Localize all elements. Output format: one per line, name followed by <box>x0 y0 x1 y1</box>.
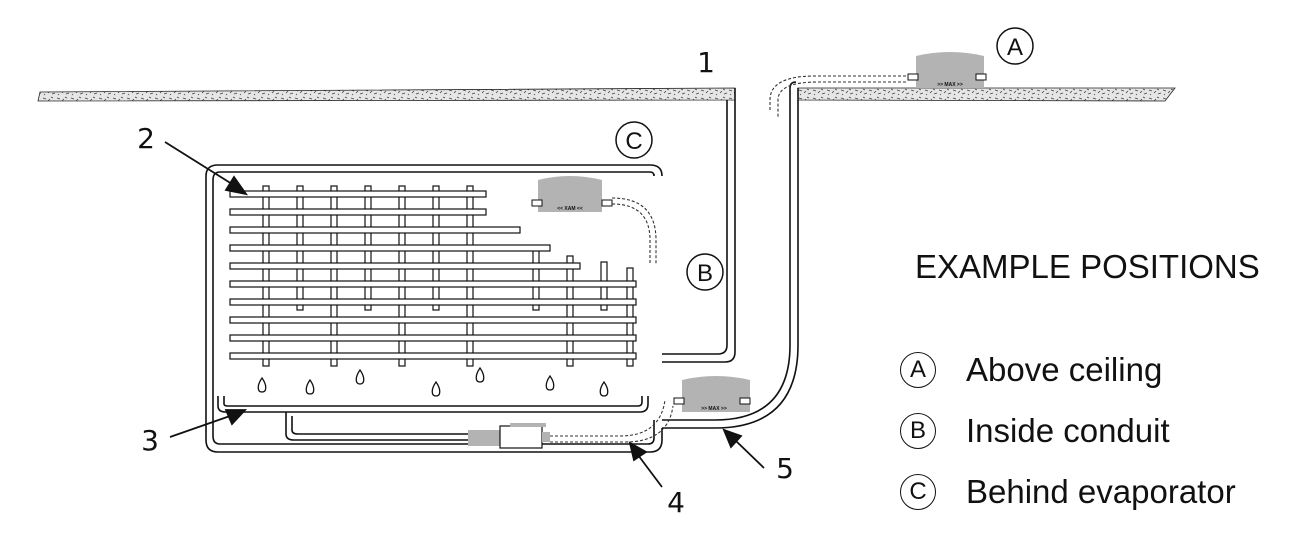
legend-title: EXAMPLE POSITIONS <box>915 248 1260 285</box>
coil-tube <box>229 352 637 360</box>
svg-text:B: B <box>697 260 713 287</box>
legend-text: Behind evaporator <box>966 473 1236 510</box>
conduit-b <box>662 88 736 363</box>
coil-tube <box>229 244 551 252</box>
coil-fin <box>398 185 406 367</box>
evaporator-housing <box>205 164 663 453</box>
callouts: 1 2 3 4 5 <box>137 46 794 519</box>
pump-device-c: << XAM << <box>531 176 613 212</box>
callout-2: 2 <box>137 122 155 155</box>
discharge-pipe <box>662 81 799 429</box>
legend-letter: B <box>900 413 936 449</box>
device-label: >> MAX >> <box>701 406 727 412</box>
ceiling <box>37 87 1176 102</box>
coil-tube <box>229 334 637 342</box>
device-label: >> MAX >> <box>937 82 963 88</box>
legend-text: Inside conduit <box>966 412 1170 449</box>
coil-fin <box>566 255 574 367</box>
callout-3: 3 <box>141 424 159 457</box>
callout-4: 4 <box>667 486 685 519</box>
coil-tube <box>229 280 637 288</box>
water-drop <box>545 374 555 391</box>
coil-tube <box>229 262 581 270</box>
coil-tube <box>229 316 637 324</box>
callout-arrows <box>164 141 765 488</box>
coil-tube <box>229 226 521 234</box>
hoses <box>550 75 906 443</box>
coil-tube <box>229 208 487 216</box>
legend-item-inside-conduit: B Inside conduit <box>900 411 1170 451</box>
evaporator-coil <box>229 185 637 367</box>
water-drop <box>305 378 315 395</box>
svg-text:C: C <box>625 128 642 155</box>
callout-1: 1 <box>697 46 715 79</box>
float-switch-unit <box>468 423 550 449</box>
water-drop <box>475 366 485 383</box>
pump-device-discharge: >> MAX >> <box>673 376 751 412</box>
legend-letter: A <box>900 352 936 388</box>
coil-fin <box>466 185 474 367</box>
coil-fin <box>330 185 338 367</box>
water-droplets <box>257 366 609 397</box>
coil-tube <box>229 298 637 306</box>
water-drop <box>431 380 441 397</box>
water-drop <box>355 368 365 385</box>
coil-fin <box>262 185 270 367</box>
legend-letter: C <box>900 474 936 510</box>
legend-item-behind-evaporator: C Behind evaporator <box>900 472 1236 512</box>
drip-tray <box>217 396 649 441</box>
svg-text:A: A <box>1007 34 1023 61</box>
water-drop <box>599 380 609 397</box>
coil-tube <box>229 190 487 198</box>
device-label: << XAM << <box>557 206 583 212</box>
water-drop <box>257 376 267 393</box>
pump-device-a: >> MAX >> <box>907 52 987 88</box>
marker-a: A <box>996 27 1034 65</box>
legend-text: Above ceiling <box>966 351 1163 388</box>
marker-b: B <box>686 253 724 291</box>
legend-item-above-ceiling: A Above ceiling <box>900 350 1162 390</box>
callout-5: 5 <box>776 452 794 485</box>
marker-c: C <box>615 121 653 159</box>
